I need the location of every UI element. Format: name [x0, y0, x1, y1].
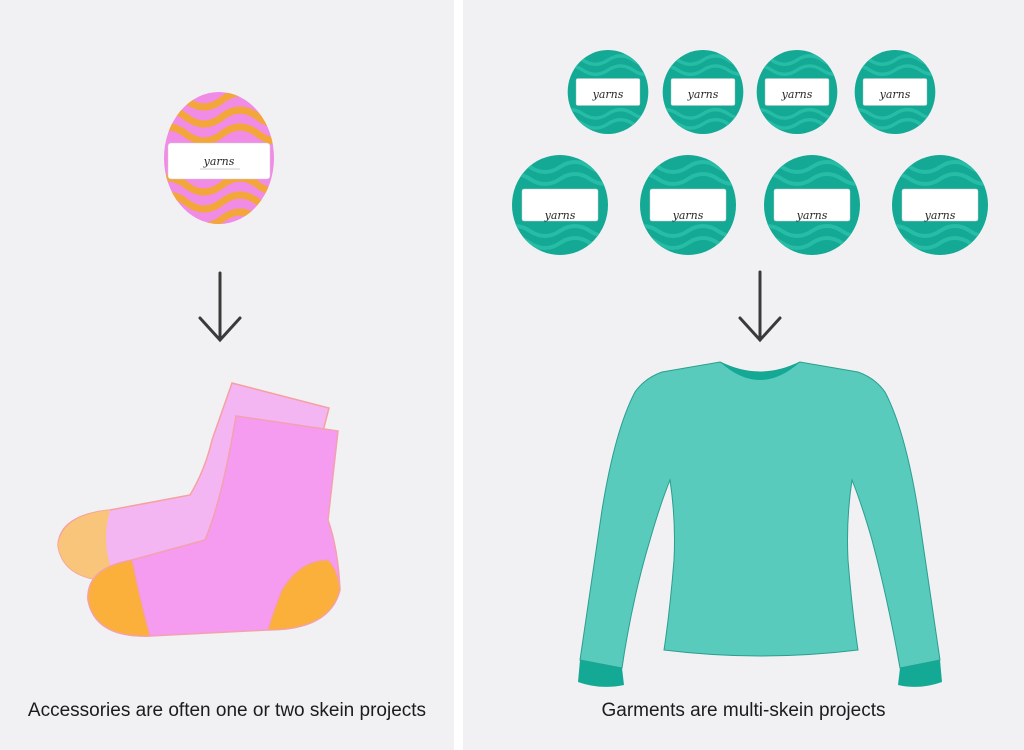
- yarn-label: yarns: [796, 209, 828, 222]
- yarn-label: yarns: [879, 88, 911, 101]
- yarn-label: yarns: [924, 209, 956, 222]
- panel-garments: yarns yarns yarns yarns yarns yarns yarn…: [463, 0, 1024, 750]
- pink-yarn-skein: yarns: [164, 92, 274, 224]
- teal-yarn-skein: yarns: [500, 155, 620, 255]
- teal-yarn-skein: yarns: [653, 50, 754, 134]
- yarn-label: yarns: [687, 88, 719, 101]
- yarn-label: yarns: [781, 88, 813, 101]
- arrow-down-icon: [738, 270, 782, 343]
- socks-illustration: [57, 382, 341, 637]
- garments-illustration: yarns yarns yarns yarns yarns yarns yarn…: [463, 0, 1024, 687]
- teal-yarn-skein: yarns: [628, 155, 748, 255]
- yarn-label: yarns: [203, 155, 235, 168]
- yarn-label: yarns: [592, 88, 624, 101]
- yarn-label: yarns: [544, 209, 576, 222]
- accessories-illustration: yarns: [57, 92, 341, 637]
- teal-yarn-skein: yarns: [747, 50, 848, 134]
- teal-yarn-skein: yarns: [845, 50, 946, 134]
- teal-yarn-skein: yarns: [880, 155, 1000, 255]
- teal-yarn-skein: yarns: [752, 155, 872, 255]
- panel-accessories: yarns Accessories are often one or two s…: [0, 0, 454, 750]
- garments-caption: Garments are multi-skein projects: [601, 700, 886, 721]
- yarn-label: yarns: [672, 209, 704, 222]
- arrow-down-icon: [198, 271, 242, 343]
- accessories-caption: Accessories are often one or two skein p…: [27, 700, 427, 721]
- teal-yarn-skein: yarns: [558, 50, 659, 134]
- sweater-illustration: [578, 361, 942, 687]
